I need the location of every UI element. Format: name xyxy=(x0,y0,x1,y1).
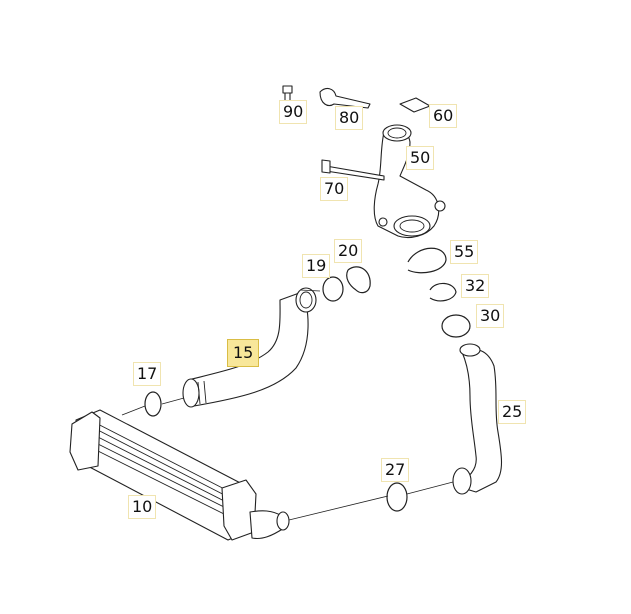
callout-60[interactable]: 60 xyxy=(429,104,458,128)
seal-ring-30 xyxy=(441,314,471,338)
callout-label: 20 xyxy=(338,241,359,260)
bolt-70 xyxy=(321,159,385,181)
callout-label: 32 xyxy=(465,276,486,295)
callout-label: 50 xyxy=(410,148,431,167)
callout-label: 17 xyxy=(137,364,158,383)
callout-label: 60 xyxy=(433,106,454,125)
clamp-20 xyxy=(346,266,371,294)
leader-lines xyxy=(121,289,454,521)
callout-80[interactable]: 80 xyxy=(335,106,364,130)
callout-70[interactable]: 70 xyxy=(320,177,349,201)
callout-label: 70 xyxy=(324,179,345,198)
callout-20[interactable]: 20 xyxy=(334,239,363,263)
intercooler-part xyxy=(69,409,290,541)
seal-ring-19 xyxy=(322,276,344,302)
clamp-55 xyxy=(407,247,447,274)
seal-ring-17 xyxy=(144,391,162,417)
callout-55[interactable]: 55 xyxy=(450,240,479,264)
callout-label: 27 xyxy=(385,460,406,479)
throttle-housing-50 xyxy=(373,124,446,239)
callout-10[interactable]: 10 xyxy=(128,495,157,519)
callout-25[interactable]: 25 xyxy=(498,400,527,424)
callout-15[interactable]: 15 xyxy=(227,339,260,367)
callout-label: 15 xyxy=(233,343,254,362)
charge-air-hose-25 xyxy=(452,343,503,495)
callout-50[interactable]: 50 xyxy=(406,146,435,170)
charge-air-hose-15 xyxy=(182,287,317,408)
callout-32[interactable]: 32 xyxy=(461,274,490,298)
seal-ring-27 xyxy=(386,482,408,512)
callout-label: 80 xyxy=(339,108,360,127)
callout-label: 30 xyxy=(480,306,501,325)
callout-label: 55 xyxy=(454,242,475,261)
bracket-80 xyxy=(319,87,371,109)
callout-90[interactable]: 90 xyxy=(279,100,308,124)
callout-label: 25 xyxy=(502,402,523,421)
gasket-60 xyxy=(399,97,431,113)
callout-19[interactable]: 19 xyxy=(302,254,331,278)
clamp-32 xyxy=(429,282,457,302)
callout-label: 10 xyxy=(132,497,153,516)
callout-30[interactable]: 30 xyxy=(476,304,505,328)
callout-17[interactable]: 17 xyxy=(133,362,162,386)
callout-label: 19 xyxy=(306,256,327,275)
callout-label: 90 xyxy=(283,102,304,121)
callout-27[interactable]: 27 xyxy=(381,458,410,482)
